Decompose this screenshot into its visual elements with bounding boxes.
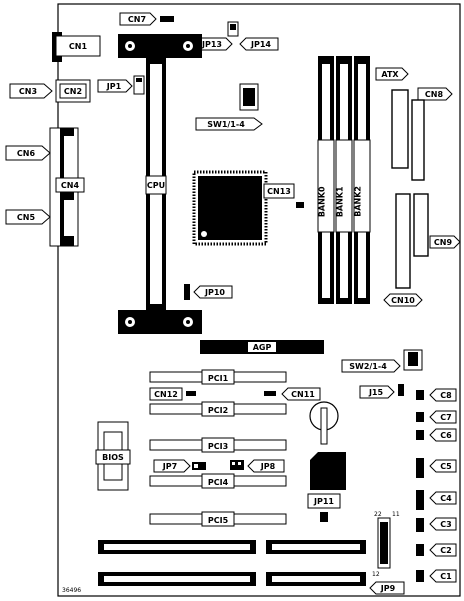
cn1-label: CN1	[69, 42, 88, 51]
c1-label: C1	[440, 572, 452, 581]
bios-label: BIOS	[102, 453, 124, 462]
agp-slot: AGP	[200, 340, 324, 354]
bank2-label: BANK2	[354, 186, 363, 217]
atx-label: ATX	[381, 70, 399, 79]
jp1-tag: JP1	[97, 79, 133, 93]
c8-header: C8	[416, 388, 457, 402]
bottom-slots	[98, 540, 366, 586]
jp11-label: JP11	[313, 497, 334, 506]
c3-header: C3	[416, 517, 457, 532]
cn11-label: CN11	[291, 390, 315, 399]
c3-label: C3	[440, 520, 451, 529]
cn12-tag: CN12	[149, 387, 196, 401]
pci5-label: PCI5	[208, 516, 229, 525]
c2-label: C2	[440, 546, 451, 555]
bios-chip: BIOS	[95, 421, 131, 491]
c7-label: C7	[440, 413, 451, 422]
serial-number: 36496	[62, 587, 81, 594]
cn10-label: CN10	[391, 296, 415, 305]
jp8-label: JP8	[260, 462, 276, 471]
dimm-bank-0: BANK0	[317, 56, 335, 304]
jp9-pin-11: 11	[392, 511, 400, 518]
cn9-connector: CN9	[413, 193, 461, 257]
jp9-label: JP9	[380, 584, 396, 593]
dimm-bank-1: BANK1	[335, 56, 353, 304]
jp13-label: JP13	[201, 40, 222, 49]
sw2-tag: SW2/1-4	[341, 359, 401, 373]
agp-label: AGP	[253, 343, 272, 352]
pci3-label: PCI3	[208, 442, 228, 451]
pci-slot-3: PCI3	[149, 437, 287, 453]
jp9-pin-22: 22	[374, 511, 382, 518]
cn13-tag: CN13	[263, 183, 304, 208]
cn4-tag: CN4	[55, 177, 85, 193]
atx-connector: ATX	[375, 67, 409, 169]
j15-label: J15	[368, 388, 384, 397]
cn13-label: CN13	[267, 187, 291, 196]
c8-label: C8	[440, 391, 452, 400]
c5-label: C5	[440, 462, 452, 471]
cn7-label: CN7	[128, 15, 146, 24]
c7-header: C7	[416, 410, 457, 424]
pci-slot-1: PCI1	[149, 369, 287, 385]
pci-slot-4: PCI4	[149, 473, 287, 489]
cpu-slot: CPU	[118, 34, 202, 334]
jp10-label: JP10	[204, 288, 225, 297]
c6-label: C6	[440, 431, 452, 440]
bank0-label: BANK0	[318, 186, 327, 217]
sw1-switch[interactable]	[239, 83, 259, 111]
cn3-label: CN3	[19, 87, 37, 96]
c4-header: C4	[416, 490, 457, 510]
cn7-tag: CN7	[119, 12, 174, 26]
cpu-label: CPU	[147, 181, 165, 190]
cn5-tag: CN5	[5, 209, 51, 225]
jp7-label: JP7	[162, 462, 177, 471]
jp14-tag: JP14	[239, 37, 279, 51]
pci-slot-2: PCI2	[149, 401, 287, 417]
sw1-label: SW1/1-4	[207, 120, 245, 129]
jp14-label: JP14	[250, 40, 271, 49]
pci4-label: PCI4	[208, 478, 229, 487]
jp8-tag: JP8	[230, 459, 285, 473]
cn8-label: CN8	[425, 90, 444, 99]
c1-header: C1	[416, 569, 457, 583]
jp7-tag: JP7	[153, 459, 206, 473]
cn2-port: CN2	[55, 79, 91, 103]
cn11-tag: CN11	[264, 387, 321, 401]
cn2-label: CN2	[64, 87, 82, 96]
jp1-label: JP1	[106, 82, 122, 91]
cn9-label: CN9	[434, 238, 453, 247]
pci2-label: PCI2	[208, 406, 228, 415]
c4-label: C4	[440, 494, 452, 503]
jp9-pin-12: 12	[372, 571, 380, 578]
bank1-label: BANK1	[336, 186, 345, 217]
cn1-port: CN1	[52, 32, 101, 62]
dimm-bank-2: BANK2	[353, 56, 371, 304]
cn8-connector: CN8	[411, 87, 453, 181]
sw2-label: SW2/1-4	[349, 362, 387, 371]
sw2-switch[interactable]	[403, 349, 423, 371]
southbridge-chip: JP11	[307, 452, 346, 522]
cn6-label: CN6	[17, 149, 36, 158]
cn4-label: CN4	[61, 181, 80, 190]
chipset	[192, 170, 268, 246]
battery	[309, 401, 339, 445]
c5-header: C5	[416, 458, 457, 478]
c6-header: C6	[416, 428, 457, 442]
jp10-tag: JP10	[193, 285, 233, 299]
cn3-tag: CN3	[9, 83, 53, 99]
c2-header: C2	[416, 543, 457, 557]
jp9-header: 22 11 12 JP9	[369, 511, 405, 595]
j15-tag: J15	[359, 385, 395, 399]
cn6-tag: CN6	[5, 145, 51, 161]
pci1-label: PCI1	[208, 374, 229, 383]
pci-slot-5: PCI5	[149, 511, 287, 527]
cn10-connector: CN10	[383, 193, 423, 307]
cn12-label: CN12	[154, 390, 178, 399]
cn5-label: CN5	[17, 213, 36, 222]
sw1-tag: SW1/1-4	[195, 117, 263, 131]
